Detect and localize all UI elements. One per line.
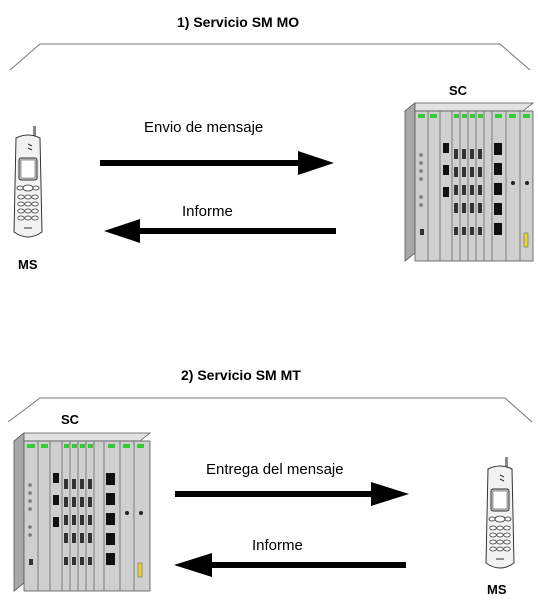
arrow-back-label: Informe: [182, 203, 233, 220]
ms-label: MS: [487, 582, 507, 597]
scenario-1-boundary: [9, 43, 531, 71]
arrow-back-label: Informe: [252, 537, 303, 554]
scenario-2-boundary: [7, 397, 533, 423]
scenario-2-title: 2) Servicio SM MT: [181, 367, 301, 383]
arrow-forward-label: Envio de mensaje: [144, 119, 264, 136]
arrow-forward-right: [100, 151, 334, 175]
arrow-back-left: [104, 219, 336, 243]
scenario-1-title: 1) Servicio SM MO: [177, 14, 300, 30]
arrow-back-left: [174, 553, 406, 577]
sc-label: SC: [61, 412, 80, 427]
arrow-forward-label: Entrega del mensaje: [206, 461, 344, 478]
sc-label: SC: [449, 83, 468, 98]
arrow-forward-right: [175, 482, 409, 506]
mobile-phone-icon: [13, 126, 43, 238]
server-rack-icon: [403, 102, 535, 262]
server-rack-icon: [12, 432, 152, 592]
ms-label: MS: [18, 257, 38, 272]
mobile-phone-icon: [485, 457, 515, 569]
